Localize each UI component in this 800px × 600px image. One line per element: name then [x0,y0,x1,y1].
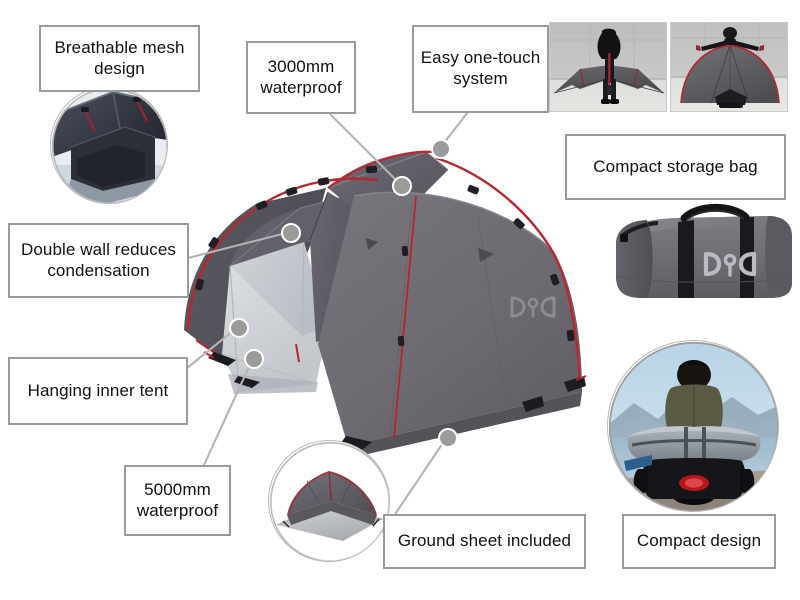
callout-compact-storage-bag: Compact storage bag [565,134,786,200]
connector-dot-double-wall [281,223,301,243]
photo-ground-sheet-inset [268,440,390,562]
callout-line: Breathable mesh [54,37,185,57]
callout-line: Easy one-touch [420,48,541,68]
callout-line: design [94,58,145,78]
connector-dot-ground-sheet [438,428,458,448]
photo-compact-design-inset [607,340,779,512]
photo-storage-bag [602,198,796,310]
connector-dot-3000mm [392,176,412,196]
callout-line: Ground sheet included [397,531,572,551]
callout-line: waterproof [260,77,342,97]
callout-line: system [453,69,508,88]
callout-easy-one-touch-system: Easy one-touch system [412,25,549,113]
callout-line: Compact storage bag [593,156,758,176]
callout-line: Double wall reduces [21,239,176,259]
callout-line: Compact design [636,531,762,551]
callout-hanging-inner-tent: Hanging inner tent [8,357,188,425]
callout-line: condensation [47,260,150,280]
photo-one-touch-step-1 [549,22,667,112]
connector-dot-hanging-inner-tent [229,318,249,338]
callout-waterproof-3000: 3000mm waterproof [246,41,356,114]
connector-dot-one-touch [431,139,451,159]
callout-line: waterproof [136,500,219,520]
photo-mesh-interior-inset [50,86,168,204]
callout-compact-design: Compact design [622,514,776,569]
callout-line: 3000mm [267,56,335,76]
photo-one-touch-step-2 [670,22,788,112]
callout-line: Hanging inner tent [27,380,169,400]
callout-double-wall-reduces-condensation: Double wall reduces condensation [8,223,189,298]
callout-ground-sheet-included: Ground sheet included [383,514,586,569]
connector-dot-5000mm [244,349,264,369]
callout-breathable-mesh-design: Breathable mesh design [39,25,200,92]
main-tent-illustration [178,130,598,460]
callout-line: 5000mm [144,479,211,499]
callout-waterproof-5000: 5000mm waterproof [124,465,231,536]
